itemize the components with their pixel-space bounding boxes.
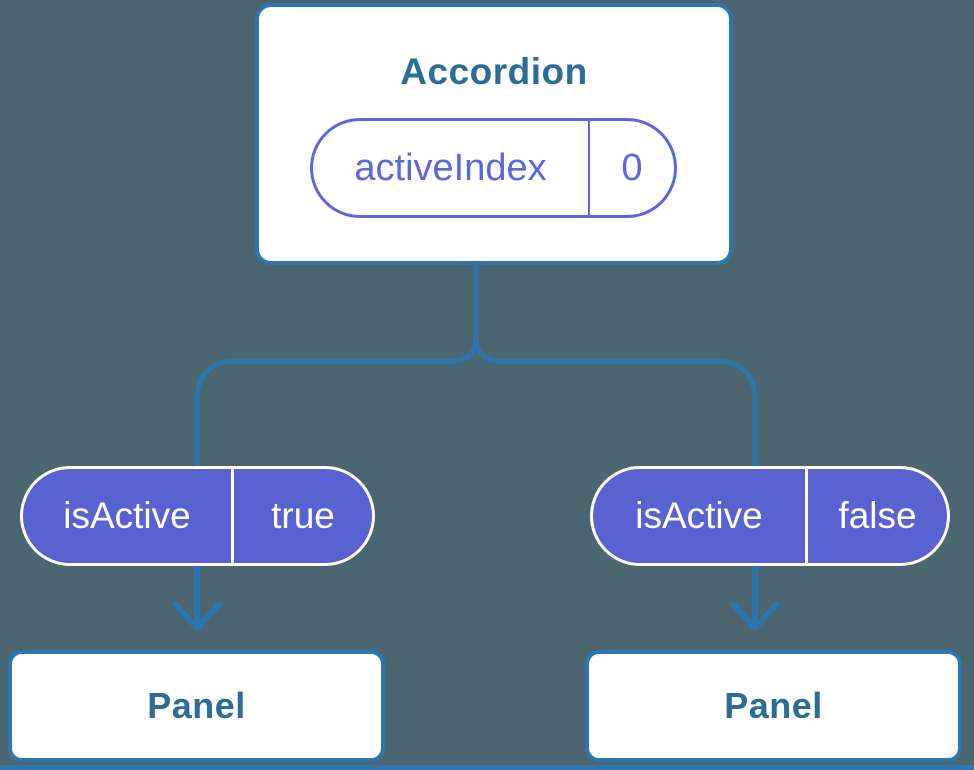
panel-title: Panel (724, 685, 823, 726)
panel-component-box-right: Panel (585, 650, 962, 762)
prop-pill-value: false (838, 495, 917, 536)
arrow-head-left-icon (172, 601, 222, 631)
bottom-edge-line (0, 765, 974, 770)
prop-pill-value: true (271, 495, 335, 536)
state-pill-value: 0 (621, 146, 643, 189)
panel-title: Panel (147, 685, 246, 726)
prop-pill-isactive-false: isActive false (590, 466, 950, 566)
component-title: Accordion (400, 51, 588, 92)
prop-pill-isactive-true: isActive true (20, 466, 375, 566)
branch-line-left (194, 263, 479, 466)
state-pill-name: activeIndex (313, 121, 590, 215)
branch-line-right (473, 263, 758, 466)
panel-component-box-left: Panel (8, 650, 385, 762)
arrow-head-right-icon (730, 601, 780, 631)
prop-pill-name: isActive (23, 469, 234, 563)
accordion-component-box: Accordion activeIndex 0 (255, 3, 733, 265)
prop-pill-name: isActive (593, 469, 808, 563)
state-pill-activeindex: activeIndex 0 (310, 118, 677, 218)
